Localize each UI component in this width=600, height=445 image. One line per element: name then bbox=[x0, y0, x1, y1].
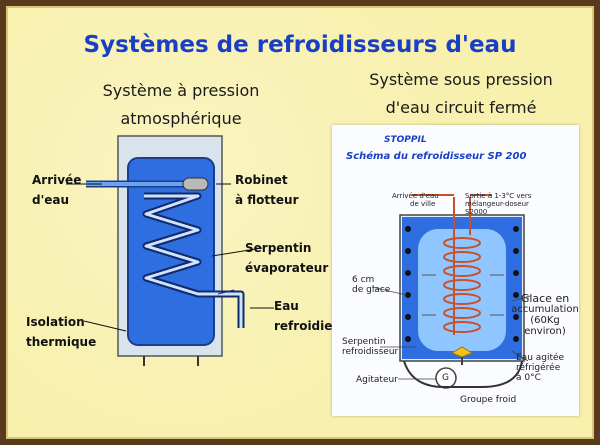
label-glace-accumulation: Glace en accumulation (60Kg environ) bbox=[511, 292, 579, 337]
stoppil-schema-photo: STOPPIL Schéma du refroidisseur SP 200 bbox=[332, 125, 579, 416]
atmospheric-tank-diagram bbox=[66, 135, 274, 366]
pump-g-label: G bbox=[442, 373, 449, 383]
label-eau-agitee: Eau agitée réfrigérée à 0°C bbox=[516, 353, 565, 383]
right-subtitle: Système sous pression d'eau circuit ferm… bbox=[369, 70, 553, 117]
schema-title: Schéma du refroidisseur SP 200 bbox=[346, 151, 527, 162]
label-arrivee: Arrivée d'eau bbox=[32, 173, 82, 207]
label-arrivee-eau: Arrivée d'eau de ville bbox=[392, 192, 439, 208]
label-serpentin: Serpentin évaporateur bbox=[245, 241, 329, 275]
closed-circuit-diagram bbox=[371, 194, 531, 389]
ice-tubes-right bbox=[513, 226, 519, 342]
slide: Systèmes de refroidisseurs d'eau Système… bbox=[6, 6, 594, 439]
float-valve bbox=[182, 177, 209, 191]
agitator-blade bbox=[450, 346, 474, 358]
label-6cm-glace: 6 cm de glace bbox=[352, 275, 391, 295]
label-groupe-froid: Groupe froid bbox=[460, 395, 517, 405]
label-robinet: Robinet à flotteur bbox=[235, 173, 299, 207]
left-subtitle: Système à pression atmosphérique bbox=[102, 81, 260, 128]
label-sortie: Sortie à 1-3°C vers mélangeur-doseur S20… bbox=[465, 192, 532, 216]
label-serpentin-refroidisseur: Serpentin refroidisseur bbox=[342, 337, 399, 357]
cooling-coil bbox=[412, 194, 492, 335]
label-eau-refroidie: Eau refroidie bbox=[274, 299, 333, 333]
label-isolation: Isolation thermique bbox=[26, 315, 97, 349]
return-pipe bbox=[403, 360, 523, 388]
ice-tubes-left bbox=[405, 226, 411, 342]
page-title: Systèmes de refroidisseurs d'eau bbox=[83, 32, 517, 58]
brand-label: STOPPIL bbox=[384, 135, 427, 145]
label-agitateur: Agitateur bbox=[356, 375, 398, 385]
